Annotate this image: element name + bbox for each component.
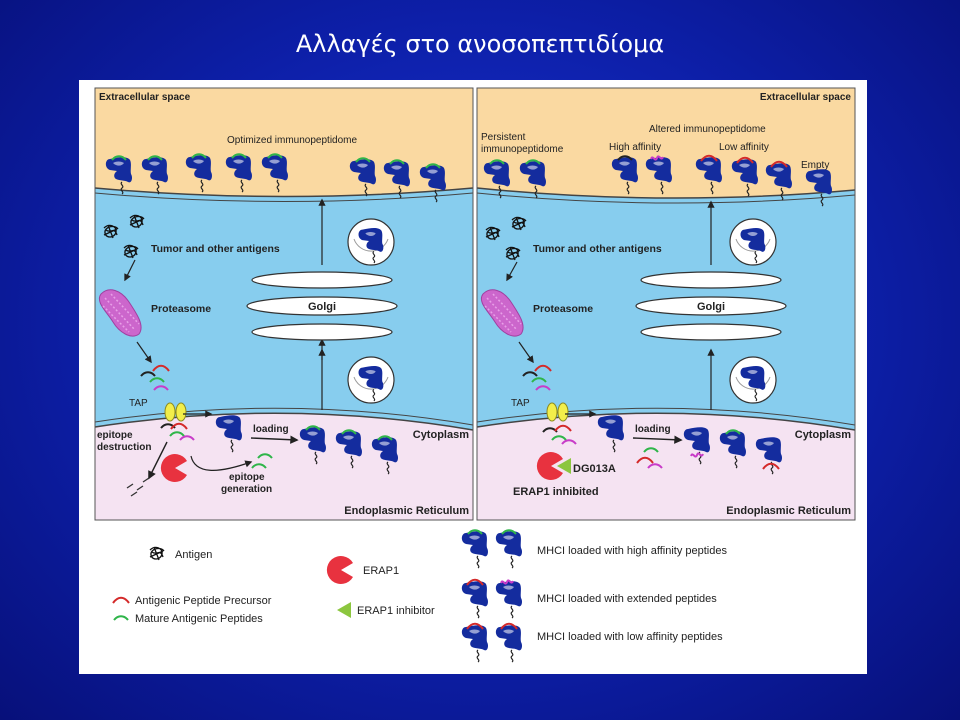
legend-mhc-low-label: MHCI loaded with low affinity peptides (537, 631, 723, 643)
legend-antigen-label: Antigen (175, 549, 212, 561)
left-extracellular-region (95, 88, 473, 197)
right-golgi-label: Golgi (697, 301, 725, 313)
left-golgi-label: Golgi (308, 301, 336, 313)
right-er-peptides (542, 424, 663, 469)
legend-erap1-label: ERAP1 (363, 565, 399, 577)
left-er-peptides (160, 422, 273, 469)
left-fragments (126, 477, 150, 497)
left-epitope-destruction-1: epitope (97, 430, 133, 441)
right-altered-label: Altered immunopeptidome (649, 124, 766, 135)
left-loading-label: loading (253, 424, 289, 435)
left-epitope-generation-2: generation (221, 484, 272, 495)
legend-mature-icon (113, 615, 129, 621)
legend-mhc-extended-icon (461, 578, 523, 619)
right-tap-label: TAP (511, 398, 530, 409)
right-loading-label: loading (635, 424, 671, 435)
left-tumor-antigens-label: Tumor and other antigens (151, 243, 280, 255)
left-epitope-generation-1: epitope (229, 472, 265, 483)
right-low-affinity-label: Low affinity (719, 142, 769, 153)
right-extracellular-label: Extracellular space (760, 92, 852, 103)
legend: Antigen Antigenic Peptide Precursor Matu… (112, 529, 727, 663)
legend-antigen-icon (149, 546, 165, 561)
left-vesicle-bottom (348, 357, 394, 403)
right-empty-label: Empty (801, 160, 829, 171)
left-optimized-label: Optimized immunopeptidome (227, 135, 357, 146)
legend-precursor-icon (112, 596, 130, 604)
right-panel: Extracellular space Persistent immunopep… (476, 87, 856, 521)
right-extracellular-region (477, 88, 855, 199)
legend-mature-label: Mature Antigenic Peptides (135, 613, 263, 625)
left-cytoplasm-label: Cytoplasm (413, 429, 469, 441)
legend-inhibitor-label: ERAP1 inhibitor (357, 605, 435, 617)
legend-mhc-high-icon (461, 529, 523, 569)
left-tap-label: TAP (129, 398, 148, 409)
left-cytosol-peptides (140, 364, 170, 391)
right-persistent-2: immunopeptidome (481, 144, 564, 155)
left-extracellular-label: Extracellular space (99, 92, 191, 103)
right-er-mhc-loaded (683, 426, 783, 475)
right-er-label: Endoplasmic Reticulum (726, 505, 851, 517)
figure: Extracellular space Optimized immunopept… (79, 80, 867, 674)
legend-erap1-icon (326, 556, 353, 584)
right-surface-mhc (483, 154, 833, 207)
right-proteasome-label: Proteasome (533, 303, 593, 315)
right-cytosol-peptides (522, 364, 552, 391)
legend-precursor-label: Antigenic Peptide Precursor (135, 595, 272, 607)
right-inhibitor (557, 458, 571, 474)
right-inhibitor-name: DG013A (573, 463, 616, 475)
legend-mhc-high-label: MHCI loaded with high affinity peptides (537, 545, 727, 557)
legend-mhc-extended-label: MHCI loaded with extended peptides (537, 593, 717, 605)
right-erap1-inhibited-label: ERAP1 inhibited (513, 486, 599, 498)
legend-mhc-low-icon (461, 622, 523, 663)
right-persistent-1: Persistent (481, 132, 526, 143)
legend-inhibitor-icon (337, 602, 351, 618)
right-vesicle-bottom (730, 357, 776, 403)
left-er-label: Endoplasmic Reticulum (344, 505, 469, 517)
right-high-affinity-label: High affinity (609, 142, 661, 153)
left-proteasome-label: Proteasome (151, 303, 211, 315)
slide-title: Αλλαγές στο ανοσοπεπτιδίομα (295, 30, 665, 58)
right-vesicle-top (730, 219, 776, 265)
right-cytoplasm-label: Cytoplasm (795, 429, 851, 441)
left-vesicle-top (348, 219, 394, 265)
left-panel: Extracellular space Optimized immunopept… (94, 87, 474, 521)
right-tumor-antigens-label: Tumor and other antigens (533, 243, 662, 255)
left-epitope-destruction-2: destruction (97, 442, 151, 453)
